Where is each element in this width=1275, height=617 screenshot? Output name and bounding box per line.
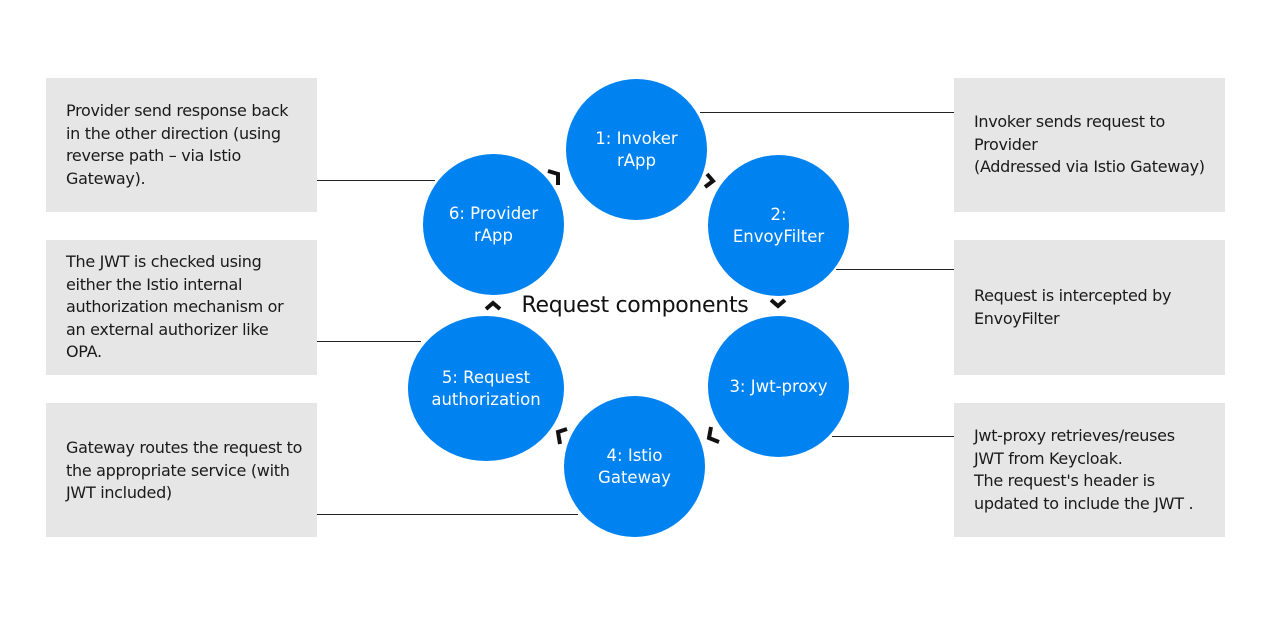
connector-line xyxy=(832,436,954,437)
step-1-invoker-rapp: 1: Invoker rApp xyxy=(566,79,707,220)
chevron-down-icon xyxy=(769,298,787,309)
chevron-up-icon xyxy=(484,300,502,311)
note-invoker-sends: Invoker sends request to Provider (Addre… xyxy=(954,78,1225,212)
step-4-istio-gateway: 4: Istio Gateway xyxy=(564,396,705,537)
connector-line xyxy=(316,180,435,181)
chevron-right-icon xyxy=(703,172,716,189)
note-gateway-routes: Gateway routes the request to the approp… xyxy=(46,403,317,537)
connector-line xyxy=(316,341,421,342)
note-jwt-proxy: Jwt-proxy retrieves/reuses JWT from Keyc… xyxy=(954,403,1225,537)
step-2-envoyfilter: 2: EnvoyFilter xyxy=(708,155,849,296)
connector-line xyxy=(700,112,954,113)
chevron-right-icon xyxy=(547,169,560,185)
note-text: Gateway routes the request to the approp… xyxy=(66,438,303,502)
note-intercepted: Request is intercepted by EnvoyFilter xyxy=(954,240,1225,375)
chevron-left-icon xyxy=(555,427,568,445)
note-text: Jwt-proxy retrieves/reuses JWT from Keyc… xyxy=(974,426,1194,513)
step-6-provider-rapp: 6: Provider rApp xyxy=(423,154,564,295)
note-text: The JWT is checked using either the Isti… xyxy=(66,252,284,362)
center-label: Request components xyxy=(521,293,749,318)
step-3-jwt-proxy: 3: Jwt-proxy xyxy=(708,316,849,457)
note-text: Request is intercepted by EnvoyFilter xyxy=(974,286,1172,328)
note-text: Invoker sends request to Provider (Addre… xyxy=(974,112,1205,177)
chevron-left-icon xyxy=(706,426,720,444)
note-jwt-check: The JWT is checked using either the Isti… xyxy=(46,240,317,375)
note-text: Provider send response back in the other… xyxy=(66,101,289,188)
note-provider-response: Provider send response back in the other… xyxy=(46,78,317,212)
step-5-request-authorization: 5: Request authorization xyxy=(408,316,564,461)
connector-line xyxy=(316,514,578,515)
connector-line xyxy=(836,269,954,270)
